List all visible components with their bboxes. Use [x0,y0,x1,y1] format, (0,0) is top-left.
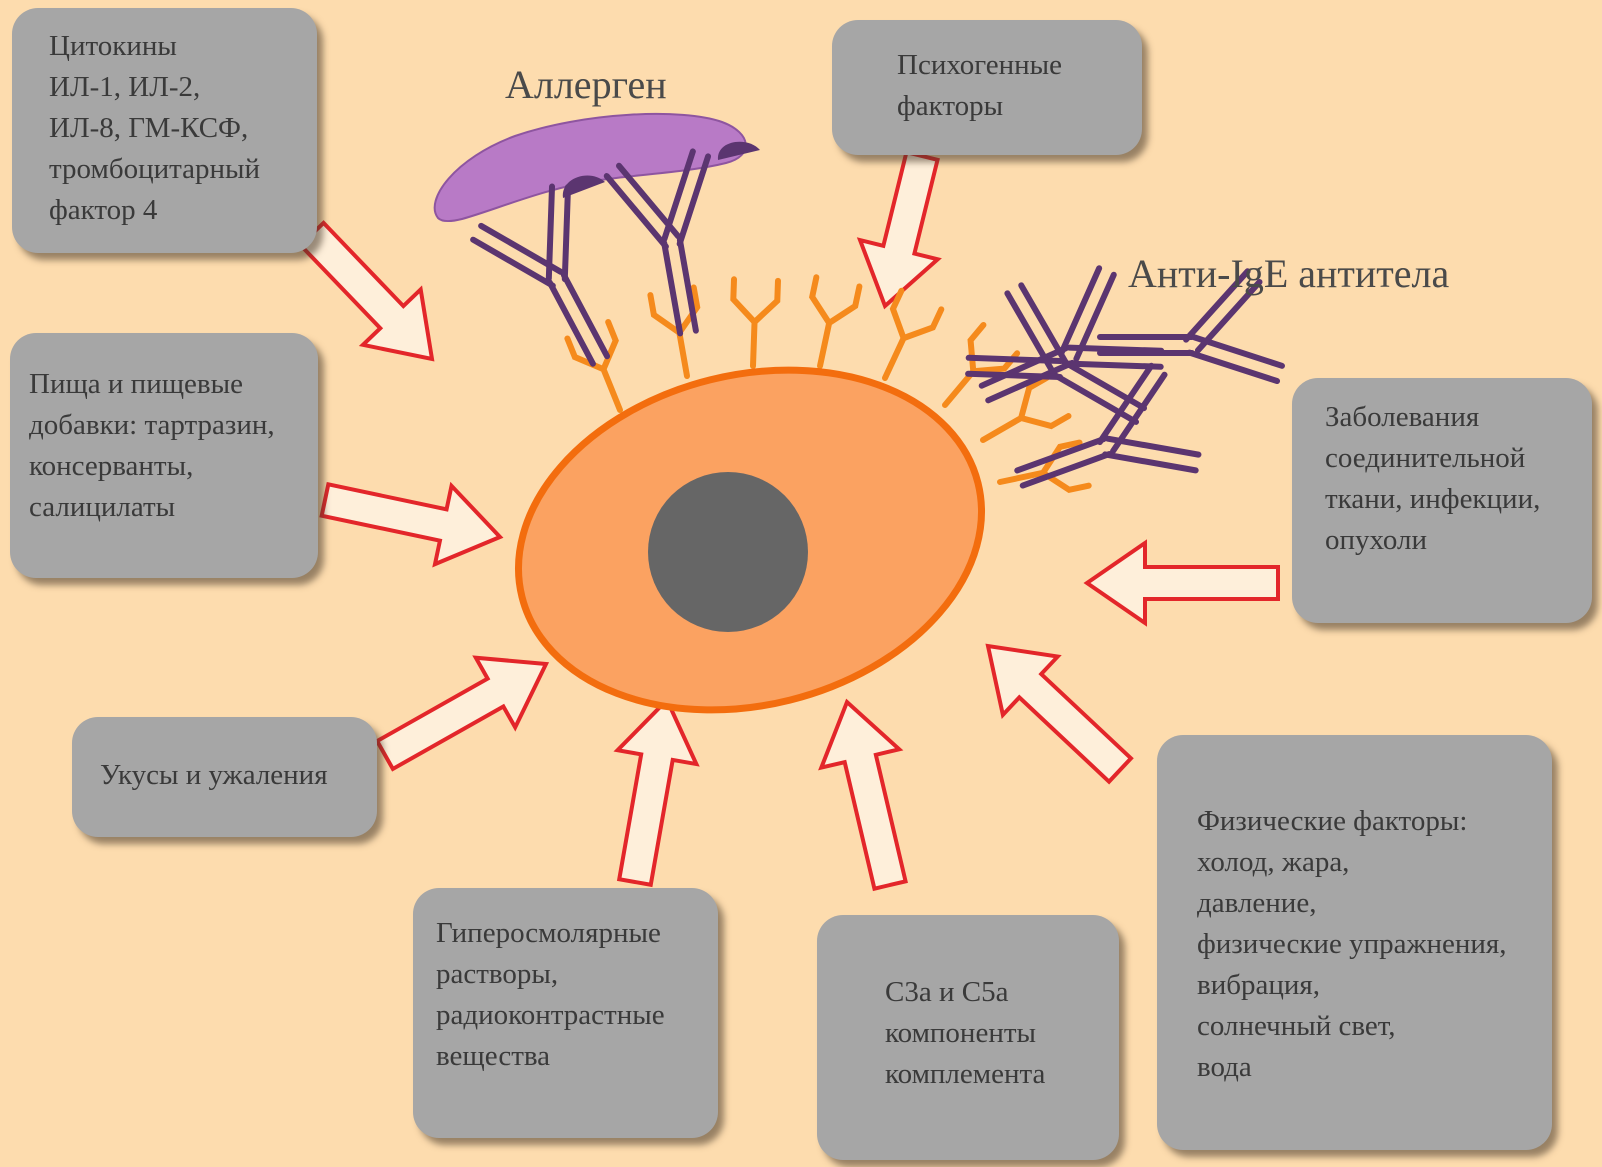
bites-text: Укусы и ужаления [100,755,377,796]
bites-box: Укусы и ужаления [72,717,377,837]
ige-antibody-1 [468,180,646,386]
food-text: Пища и пищевые добавки: тартразин, консе… [29,364,318,528]
hyperosmolar-text: Гиперосмолярные растворы, радиоконтрастн… [436,913,718,1077]
hyperosmolar-box: Гиперосмолярные растворы, радиоконтрастн… [413,888,718,1138]
allergen-label: Аллерген [505,63,667,107]
receptor-7 [972,378,1068,459]
physical-box: Физические факторы: холод, жара, давлени… [1157,735,1552,1150]
diseases-arrow [1087,543,1278,623]
cytokines-text: Цитокины ИЛ-1, ИЛ-2, ИЛ-8, ГМ-КСФ, тромб… [49,26,317,231]
nucleus [648,472,808,632]
complement-text: С3а и С5а компоненты комплемента [885,972,1119,1095]
cytokines-box: Цитокины ИЛ-1, ИЛ-2, ИЛ-8, ГМ-КСФ, тромб… [12,8,317,253]
hyperosmolar-arrow [596,693,707,889]
anti-ige-label: Анти-IgE антитела [1128,252,1449,296]
receptor-5 [865,291,941,388]
bites-arrow [365,629,565,790]
physical-arrow [961,617,1148,799]
diseases-box: Заболевания соединительной ткани, инфекц… [1292,378,1592,623]
allergen-shape [435,114,746,221]
diseases-text: Заболевания соединительной ткани, инфекц… [1325,397,1592,561]
physical-text: Физические факторы: холод, жара, давлени… [1197,801,1552,1088]
receptor-3 [731,279,778,366]
psychogenic-box: Психогенные факторы [832,20,1142,155]
complement-box: С3а и С5а компоненты комплемента [817,915,1119,1160]
food-box: Пища и пищевые добавки: тартразин, консе… [10,333,318,578]
complement-arrow [808,693,929,894]
receptor-4 [798,277,859,370]
food-arrow [317,461,509,576]
psychogenic-text: Психогенные факторы [897,45,1142,127]
